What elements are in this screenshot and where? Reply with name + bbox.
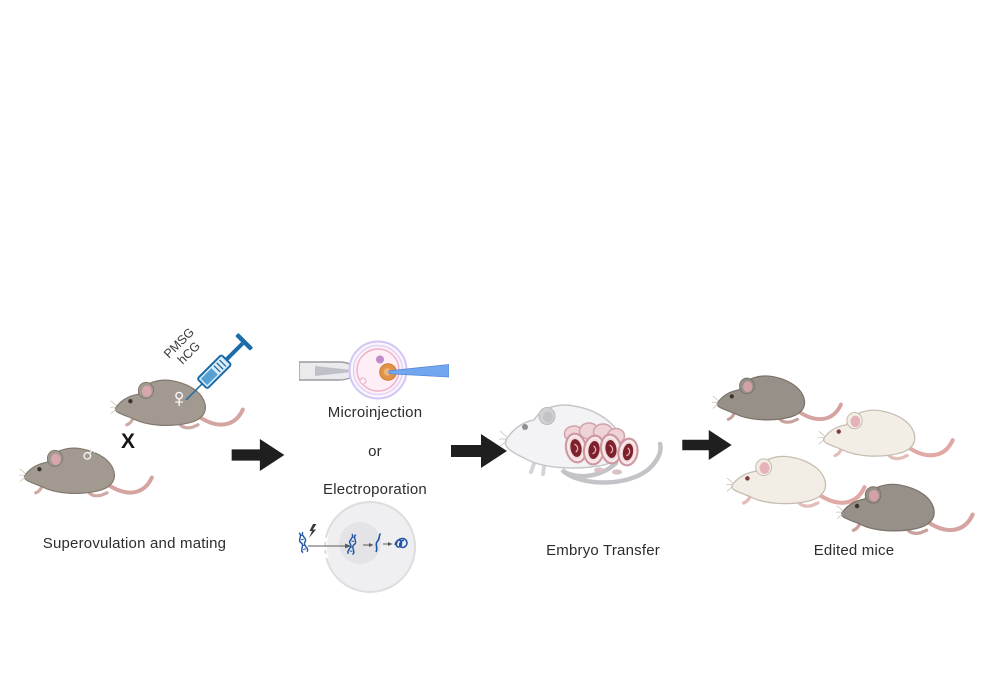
- mating-cross-label: X: [121, 430, 136, 453]
- dna-outside-icon: [297, 531, 309, 554]
- injection-pipette-icon: [388, 364, 449, 378]
- label-microinjection: Microinjection: [327, 404, 423, 421]
- caption-superovulation: Superovulation and mating: [42, 535, 227, 552]
- edited-mouse-gray-icon: [835, 483, 973, 534]
- microinjection-illustration: [299, 340, 449, 400]
- nucleus-icon: [339, 522, 381, 564]
- protein-complex-icon: [394, 537, 408, 549]
- polar-body-icon: [376, 355, 384, 364]
- cell-icon: [323, 501, 416, 593]
- electroporation-illustration: [297, 501, 416, 593]
- female-symbol: ♀: [169, 383, 190, 413]
- label-or: or: [368, 443, 382, 460]
- arrow-right-icon: [682, 430, 732, 460]
- lightning-icon: [309, 524, 317, 538]
- arrow-right-icon: [451, 434, 507, 468]
- caption-embryo-transfer: Embryo Transfer: [546, 542, 660, 559]
- dna-strand-icon: [375, 533, 382, 553]
- label-electroporation: Electroporation: [323, 481, 427, 498]
- arrow-right-icon: [231, 439, 285, 471]
- egg-cell-icon: [348, 340, 408, 400]
- male-symbol: ♂: [79, 439, 100, 469]
- holding-pipette-icon: [299, 361, 357, 381]
- uterus-with-embryos-icon: [563, 422, 639, 475]
- syringe-icon: [176, 325, 261, 410]
- pregnant-mouse-icon: [499, 404, 663, 485]
- caption-edited-mice: Edited mice: [813, 542, 895, 559]
